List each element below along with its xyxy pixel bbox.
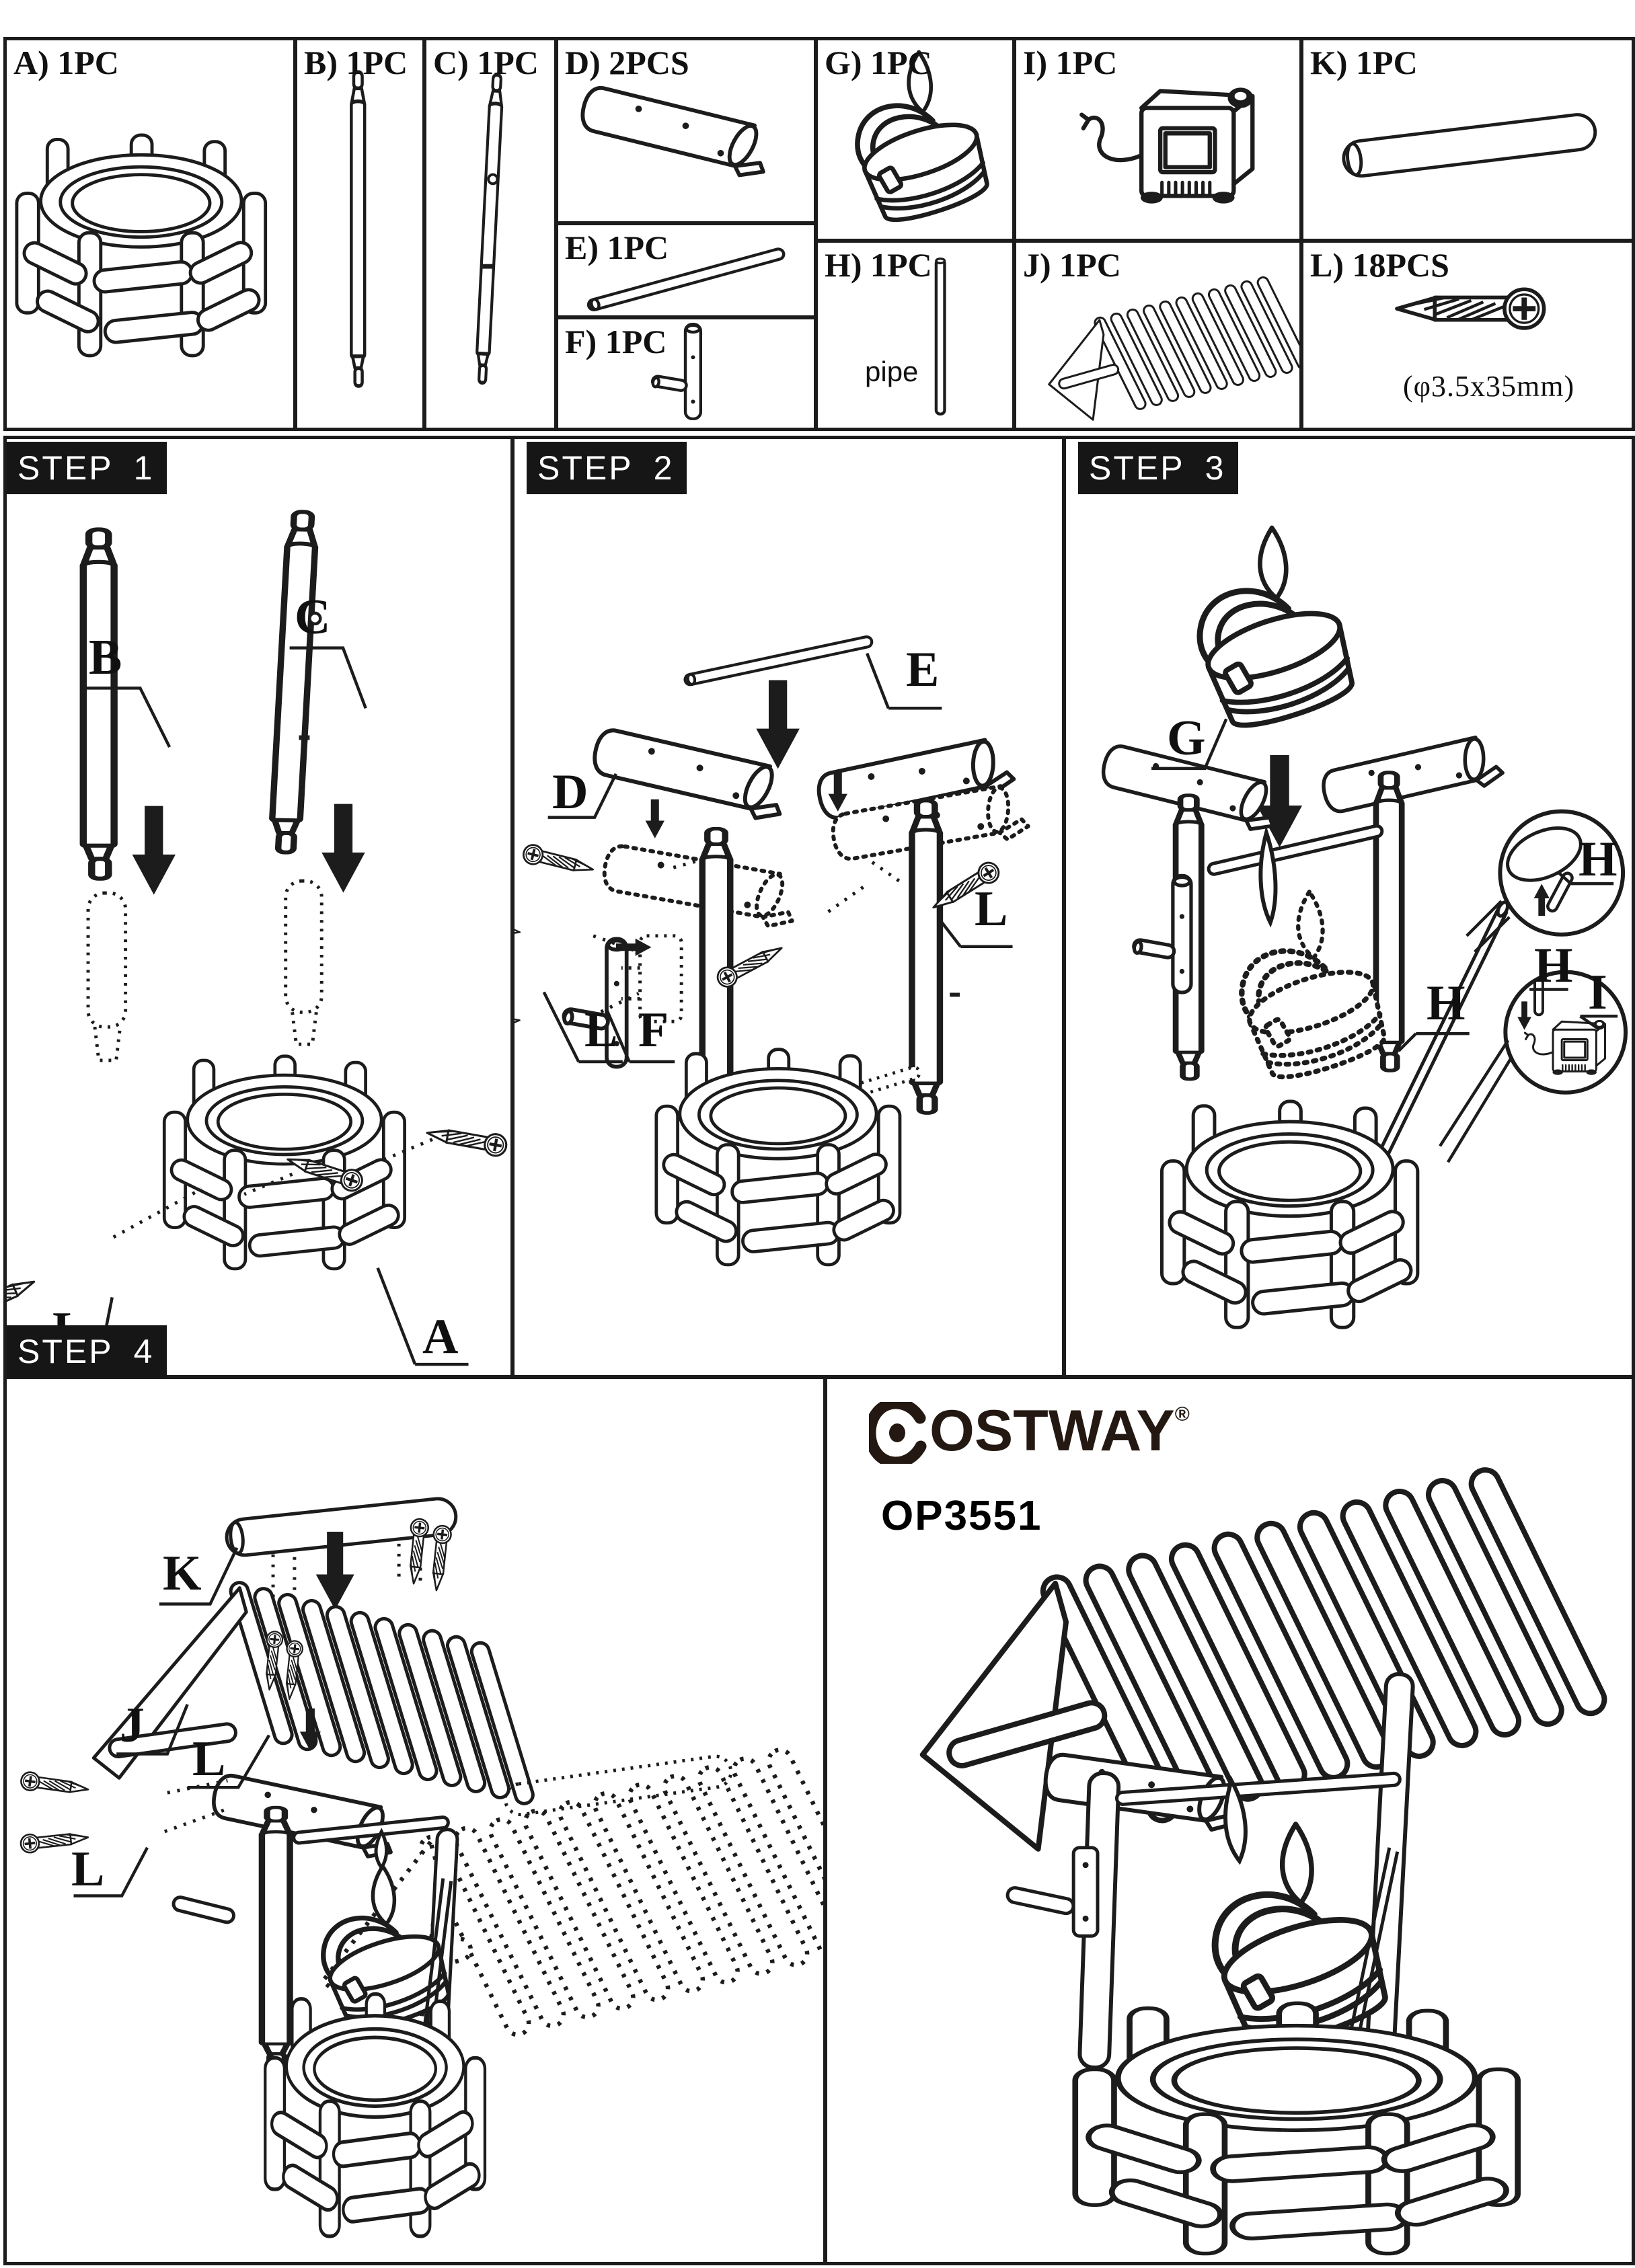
callout-step2-l-left: L xyxy=(584,1003,618,1058)
final-crank xyxy=(1005,1846,1100,1938)
part-h-caption: pipe xyxy=(865,356,919,387)
step3-f-stub xyxy=(1133,875,1191,992)
step-1-header: STEP 1 xyxy=(7,442,167,494)
down-arrow-icon xyxy=(321,804,365,893)
callout-step2-f: F xyxy=(638,1003,669,1058)
callout-step4-l-top: L xyxy=(192,1731,226,1787)
step2-screw-paths xyxy=(591,855,901,1018)
callout-step2-l-right: L xyxy=(975,882,1008,937)
registered-mark: ® xyxy=(1174,1403,1190,1425)
step-3-illustration xyxy=(1066,439,1628,1375)
step3-rope xyxy=(1258,826,1278,928)
part-b-illustration xyxy=(297,40,422,428)
parts-grid-cell-g: G) 1PC xyxy=(814,37,1016,242)
callout-step1-c: C xyxy=(295,590,331,645)
step3-base-a xyxy=(1162,1101,1418,1327)
callout-step2-e: E xyxy=(906,642,940,697)
part-c-label: C) 1PC xyxy=(433,44,539,81)
costway-logo: OSTWAY ® xyxy=(869,1402,1190,1464)
final-base xyxy=(1075,2003,1518,2253)
parts-grid-cell-c: C) 1PC xyxy=(423,37,558,431)
step1-pole-c xyxy=(270,512,322,853)
parts-grid-cell-k: K) 1PC xyxy=(1300,37,1635,242)
step4-base xyxy=(265,1994,485,2236)
callout-step4-k: K xyxy=(163,1546,202,1601)
part-g-label: G) 1PC xyxy=(825,44,932,81)
step1-dotted-poles xyxy=(86,879,324,1062)
step-2-header: STEP 2 xyxy=(527,442,687,494)
parts-grid-cell-e: E) 1PC xyxy=(555,222,817,319)
step-4-header: STEP 4 xyxy=(7,1325,167,1378)
step-3-header: STEP 3 xyxy=(1078,442,1238,494)
step-2-panel: STEP 2 E D L L F xyxy=(511,436,1065,1378)
step3-dotted-bucket xyxy=(1242,892,1393,1087)
part-h-label: H) 1PC xyxy=(825,246,932,284)
step2-leader-lines xyxy=(542,652,1013,1064)
step3-rail xyxy=(1207,824,1384,876)
step3-bucket-g xyxy=(1200,528,1362,736)
final-assembly-illustration xyxy=(827,1379,1632,2262)
step4-roof-j xyxy=(93,1580,535,1805)
step-4-illustration xyxy=(18,1497,823,2262)
callout-step1-a: A xyxy=(422,1309,459,1364)
step-2-illustration xyxy=(515,439,1062,1375)
step-1-illustration xyxy=(7,439,510,1366)
part-d-label: D) 2PCS xyxy=(565,44,689,81)
costway-c-icon xyxy=(869,1402,927,1464)
callout-step4-j: J xyxy=(120,1698,145,1753)
step-4-panel: STEP 4 K J L L xyxy=(3,1325,827,2265)
part-h-illustration xyxy=(934,257,946,416)
step4-crank-top xyxy=(208,1772,400,1861)
part-a-label: A) 1PC xyxy=(13,44,119,81)
callout-step3-h-inset-top: H xyxy=(1579,832,1618,887)
down-arrow-icon xyxy=(132,806,176,895)
step3-inset-top xyxy=(1498,809,1626,937)
part-a-illustration xyxy=(7,40,293,428)
model-number: OP3551 xyxy=(881,1493,1042,1539)
down-arrow-icon xyxy=(756,680,800,769)
step4-dowel-k xyxy=(225,1497,458,1557)
parts-grid-cell-d: D) 2PCS xyxy=(555,37,817,225)
parts-grid-cell-h: pipe H) 1PC xyxy=(814,239,1016,431)
step1-screw-paths xyxy=(112,1138,433,1239)
step1-pole-b xyxy=(83,529,114,878)
callout-step1-b: B xyxy=(89,630,122,685)
callout-step3-h-inset-bottom: H xyxy=(1534,938,1573,993)
parts-grid-cell-f: F) 1PC xyxy=(555,316,817,431)
step4-leader-lines xyxy=(73,1547,271,1898)
part-e-label: E) 1PC xyxy=(565,229,669,266)
costway-logo-text: OSTWAY xyxy=(929,1399,1175,1463)
final-rope xyxy=(1223,1775,1248,1865)
parts-grid-cell-i: I) 1PC xyxy=(1013,37,1303,242)
step-3-panel: STEP 3 G H H H I xyxy=(1063,436,1635,1378)
parts-grid-cell-a: A) 1PC xyxy=(3,37,297,431)
parts-grid-cell-b: B) 1PC xyxy=(294,37,426,431)
callout-step4-l-bottom: L xyxy=(71,1842,105,1897)
part-j-label: J) 1PC xyxy=(1023,246,1121,284)
parts-grid-cell-j: J) 1PC xyxy=(1013,239,1303,431)
step2-dotted-dpieces xyxy=(600,781,1030,930)
brand-panel: OSTWAY ® OP3551 xyxy=(824,1376,1635,2265)
callout-step3-i: I xyxy=(1588,965,1607,1020)
callout-step3-g: G xyxy=(1167,711,1206,766)
step2-rod-e xyxy=(684,636,872,686)
step-1-panel: STEP 1 B C L A xyxy=(3,436,514,1378)
part-i-label: I) 1PC xyxy=(1023,44,1118,81)
part-c-illustration xyxy=(426,40,554,428)
step3-d-right xyxy=(1320,732,1505,822)
step2-d-left xyxy=(589,726,790,823)
step3-leader-lines xyxy=(1151,718,1618,1163)
parts-grid-cell-l: (φ3.5x35mm) L) 18PCS xyxy=(1300,239,1635,431)
part-k-illustration xyxy=(1342,113,1597,178)
part-l-caption: (φ3.5x35mm) xyxy=(1403,370,1575,403)
step3-inset-bottom xyxy=(1503,970,1628,1095)
callout-step2-d: D xyxy=(552,765,588,820)
step1-base-a xyxy=(164,1056,404,1269)
part-k-label: K) 1PC xyxy=(1310,44,1418,81)
callout-step3-h: H xyxy=(1427,976,1466,1031)
part-b-label: B) 1PC xyxy=(304,44,408,81)
step2-pole-right xyxy=(912,801,940,1113)
part-l-label: L) 18PCS xyxy=(1310,246,1449,284)
part-f-label: F) 1PC xyxy=(565,323,667,360)
